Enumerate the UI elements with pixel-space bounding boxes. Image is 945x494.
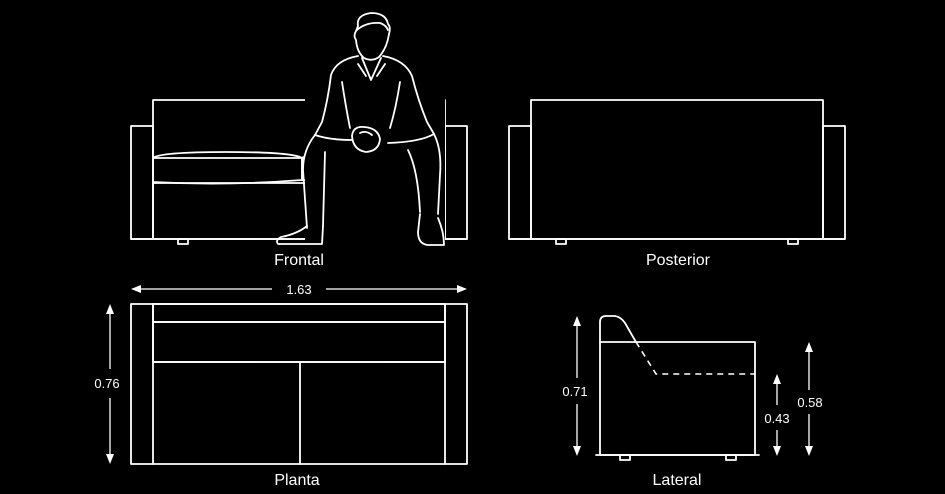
dimension-arm-height	[805, 342, 813, 456]
dim-arm-height: 0.58	[797, 395, 822, 410]
dimension-lateral-height	[573, 316, 581, 456]
label-posterior: Posterior	[646, 252, 711, 269]
planta-view	[130, 303, 468, 465]
label-frontal: Frontal	[274, 252, 324, 269]
dim-plan-width: 1.63	[286, 282, 311, 297]
dim-lateral-height: 0.71	[562, 384, 587, 399]
label-lateral: Lateral	[653, 472, 702, 489]
frontal-view	[130, 12, 468, 248]
posterior-view	[508, 99, 846, 245]
dimension-seat-height	[773, 374, 781, 456]
lateral-view	[595, 315, 760, 461]
dimension-plan-width	[131, 285, 467, 293]
seated-person-figure	[276, 12, 445, 248]
label-planta: Planta	[274, 472, 319, 489]
dim-seat-height: 0.43	[764, 411, 789, 426]
dimension-plan-depth	[106, 304, 114, 464]
dim-plan-depth: 0.76	[94, 376, 119, 391]
